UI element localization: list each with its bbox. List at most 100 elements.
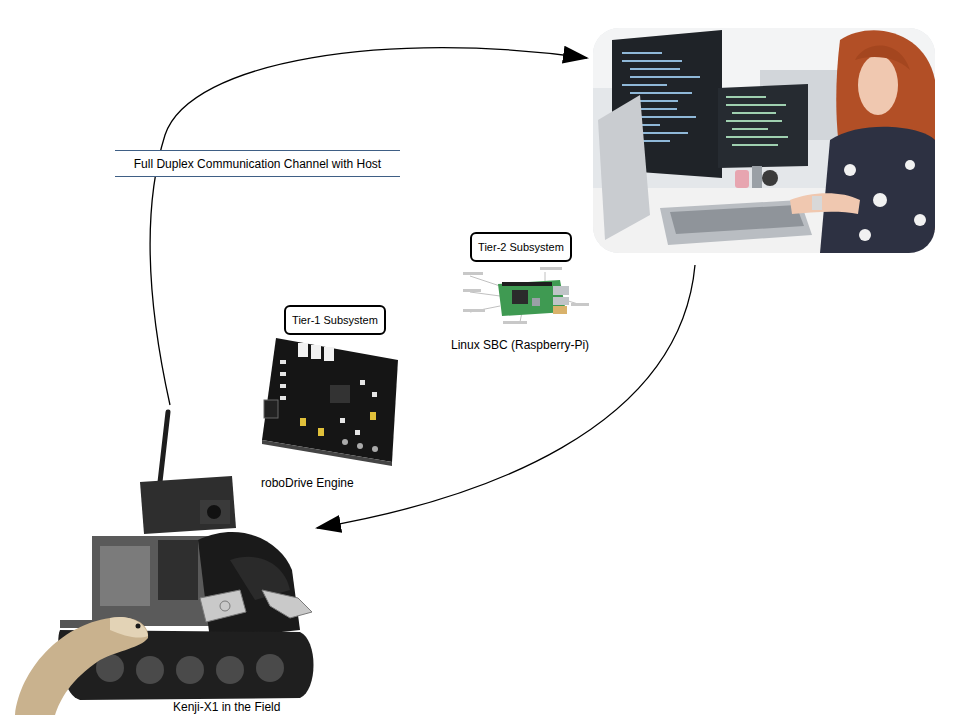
robodrive-board-picture-part [262,338,398,462]
part-name: roboDrive Engine [261,476,354,490]
raspberry-pi-picture-part [470,272,578,322]
robot-picture-part [140,476,236,534]
host-photo-part-part [630,68,680,70]
raspberry-pi-picture-part-part [470,276,500,286]
edge-label-text: Full Duplex Communication Channel with H… [134,157,381,171]
raspberry-pi-picture-part-part [470,292,500,296]
robodrive-board-picture-part [324,347,334,361]
host-photo-part-part [844,164,856,176]
robot-picture-part-part [176,656,204,684]
raspberry-pi-picture-part [532,298,540,306]
host-photo-part [752,166,762,190]
raspberry-pi-picture-part [553,306,567,314]
raspberry-pi-picture-part [553,286,569,295]
host-photo-part [726,96,788,146]
box-title: Tier-2 Subsystem [478,241,564,253]
host-photo-part-part [630,92,692,94]
robot-picture-part-part [256,654,284,682]
subsystem-box: Tier-1 Subsystem [284,305,386,335]
robodrive-board-picture-part-part [342,439,348,445]
host-photo-part [718,84,808,168]
host-photo-part-part [859,229,871,241]
host-photo-part [790,193,860,214]
host-photo-part [660,200,812,245]
robot-picture-part-part [200,590,246,622]
robot-picture-part [198,532,300,640]
host-photo-part [855,45,910,70]
robodrive-board-picture-part-part [370,412,376,420]
host-photo-part-part [622,52,662,54]
robodrive-board-picture [262,338,398,466]
host-photo-part-part [630,76,700,78]
host-photo-part-part [914,214,926,226]
robodrive-board-picture-part-part [357,443,363,449]
robot-picture-part-part [216,656,244,684]
host-photo-part-part [726,104,786,106]
robot-picture-part-part [262,590,312,618]
raspberry-pi-picture-part-part [463,309,485,312]
robot-picture [15,412,314,715]
host-photo-part [735,170,749,188]
robot-picture-part-part [220,601,230,611]
robodrive-board-picture-part-part [340,418,345,423]
robodrive-board-picture-part-part [355,430,360,435]
robot-picture-part [100,546,150,606]
channel-label: Full Duplex Communication Channel with H… [115,150,400,177]
robot-picture-part [207,505,221,519]
raspberry-pi-picture-part-part [463,289,481,292]
raspberry-pi-picture-part [463,267,589,324]
robodrive-board-picture-part [330,385,350,403]
robot-node: Kenji-X1 in the Field [15,405,315,715]
robodrive-board-picture-part-part [300,418,306,426]
host-photo-part [812,196,822,210]
subsystem-box: Tier-2 Subsystem [470,232,572,262]
robot-picture-part [110,617,148,638]
host-photo [593,28,935,253]
host-photo-part-part [873,193,887,207]
robodrive-board-picture-part [262,440,392,466]
host-photo-part [858,55,898,115]
raspberry-pi-picture [463,267,589,324]
raspberry-pi-picture-part-part [503,321,527,324]
robodrive-board-picture-part-part [318,428,324,436]
robot-picture-part [200,500,230,524]
host-photo-part-part [732,112,776,114]
raspberry-pi-picture-part [502,282,552,286]
host-photo-part [598,95,650,240]
host-photo-part-part [905,160,915,170]
host-photo-part-part [726,136,788,138]
host-photo-part-part [638,100,678,102]
part-name: Linux SBC (Raspberry-Pi) [451,338,589,352]
host-photo-part [762,170,778,186]
robodrive-board-picture-part [342,439,378,452]
robodrive-board-picture-part-part [372,446,378,452]
robot-picture-part [200,590,312,622]
raspberry-pi-picture-part-part [540,267,562,270]
host-photo-part-part [732,128,768,130]
robodrive-board-picture-part-part [280,384,286,388]
robodrive-board-picture-part-part [280,372,286,376]
host-photo-part [670,205,804,234]
robodrive-board-picture-part [280,360,377,435]
robot-picture-part [160,412,168,482]
caption-text: Kenji-X1 in the Field [173,700,280,715]
robot-picture-part [96,654,284,684]
robodrive-board-picture-part [264,400,278,418]
raspberry-pi-picture-part-part [463,272,483,275]
host-photo-part-part [732,144,778,146]
host-photo-part [593,28,935,253]
robodrive-board-picture-part-part [372,392,377,397]
raspberry-pi-picture-part-part [545,272,546,282]
raspberry-pi-picture-part-part [571,303,589,306]
robodrive-board-picture-part-part [280,360,286,364]
host-photo-part [820,127,935,253]
host-photo-part-part [622,60,682,62]
host-photo-part-part [726,96,766,98]
raspberry-pi-picture-part [512,290,528,304]
robodrive-board-picture-part [298,343,308,357]
robodrive-board-picture-part [311,345,321,359]
robot-picture-part-part [136,656,164,684]
robodrive-board-picture-part-part [280,396,286,400]
host-photo-part-part [622,84,667,86]
